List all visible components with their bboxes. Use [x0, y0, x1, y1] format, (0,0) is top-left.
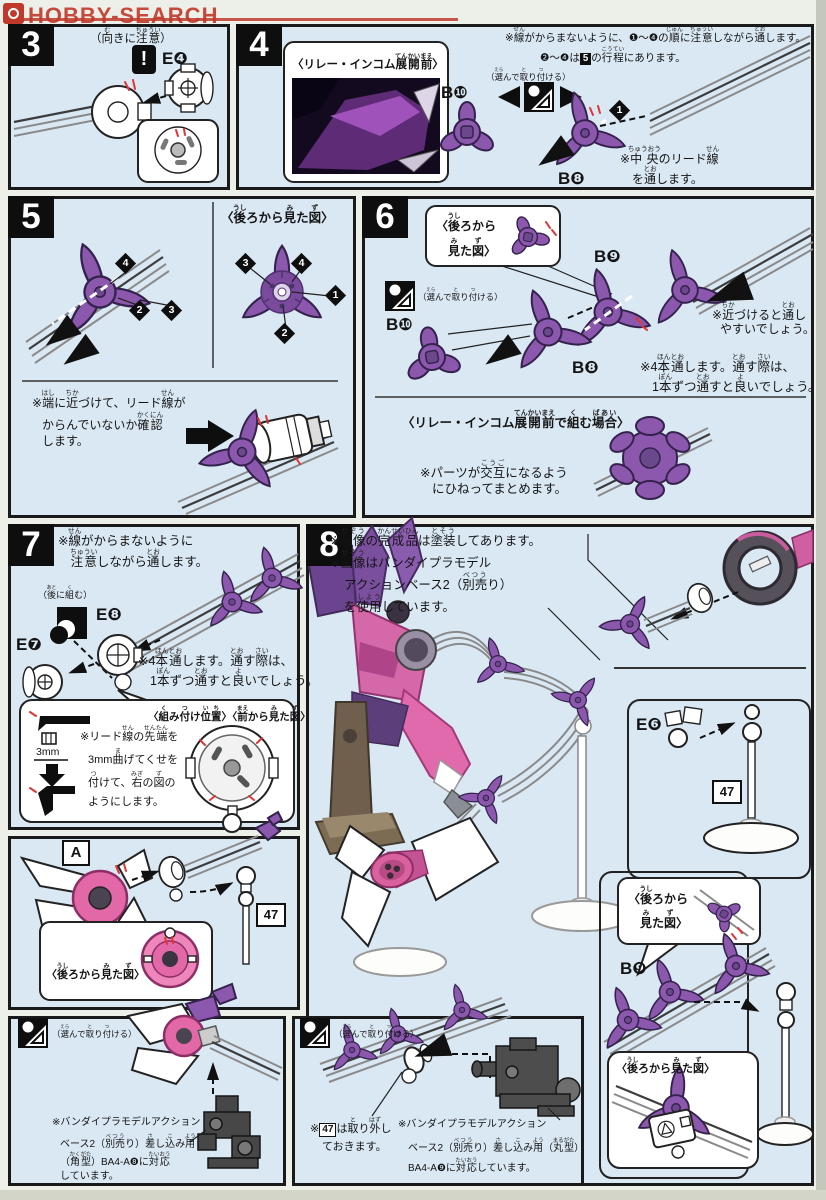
- step4-center-note1: ※中央ちゅうおうのリード線せん: [620, 146, 720, 166]
- step7-note1: ※線せんがからまないように: [58, 528, 194, 548]
- step5-ref-box: 5: [579, 53, 592, 65]
- step6-four-note2: 1本ぽんずつ通とおすと良よいでしょう。: [652, 374, 821, 394]
- page-edge-bottom: [0, 1190, 826, 1200]
- watermark-text: HOBBY-SEARCH: [28, 3, 219, 28]
- step4-note-top1: ※線せんがからまないように、❶～❹の順じゅんに注意ちゅういしながら通とおします。: [505, 27, 806, 44]
- bend-note2: 3mm曲まげてくせを: [88, 749, 179, 766]
- step7-four-note1: ※4本ほん通とおします。通とおす際さいは、: [138, 648, 293, 668]
- marker-l3: 3: [160, 299, 183, 322]
- step6-balloon-caption1: 〈後うしろから: [436, 213, 497, 233]
- select-attach-label: （選えらんで取とり付つける）: [334, 1024, 419, 1039]
- step4-number: 4: [236, 24, 282, 66]
- hobby-search-logo: [3, 3, 24, 24]
- step3-caution-label: （向むきに注意ちゅうい）: [90, 27, 172, 45]
- step7-four-note2: 1本ぽんずつ通とおすと良よいでしょう。: [150, 668, 319, 688]
- select-attach-label: （選えらんで取とり付つける）: [486, 67, 571, 82]
- step8-balloon-caption1: 〈後うしろから: [628, 886, 689, 906]
- part-label-b10: B❿: [386, 315, 413, 334]
- step7-note2: 注意ちゅういしながら通とおします。: [70, 549, 209, 569]
- marker-r1: 1: [324, 284, 347, 307]
- select-attach-label: （選えらんで取とり付つける）: [418, 287, 503, 302]
- step8-note3: アクションベース2（別売べつうり）: [344, 572, 513, 592]
- bend-note1: ※リード線せんの先端せんたんを: [80, 726, 179, 743]
- part-47-box: 47: [256, 903, 286, 927]
- step6-near-note1: ※近ちかづけると通とおし: [712, 302, 807, 322]
- marker-l4: 4: [114, 252, 137, 275]
- step8-note2: ※画像がぞうはバンダイプラモデル: [330, 550, 492, 570]
- step8-rear-caption: 〈後うしろから見みた図ず〉: [616, 1058, 715, 1075]
- bl-note1: ※バンダイプラモデルアクション: [52, 1117, 201, 1128]
- bend-note3: 付つけて、右みぎの図ずの: [88, 772, 176, 789]
- step5-bottom-note3: します。: [42, 434, 89, 448]
- photo-caption: 〈リレー・インコム展開前てんかいまえ〉: [292, 53, 444, 71]
- step5-bottom-note1: ※端はしに近ちかづけて、リード線せんが: [32, 390, 186, 410]
- part-label-b10: B❿: [441, 83, 468, 102]
- part-label-b8: B❽: [558, 169, 585, 188]
- panel-step-4: [236, 24, 814, 190]
- part-label-b9: B❾: [594, 247, 621, 266]
- mm-label: 3mm: [36, 746, 60, 758]
- step8-balloon-caption2: 見みた図ず〉: [640, 910, 689, 930]
- bl-note3: （角型かくがた）BA4-A❽に対応たいおう: [60, 1152, 171, 1168]
- step5-bottom-note2: からんでいないか確認かくにん: [42, 412, 164, 432]
- marker-1: 1: [608, 99, 631, 122]
- bl-note4: しています。: [60, 1171, 119, 1182]
- step8-note1: ※画像がぞうの完成品かんせいひんは塗装とそうしてあります。: [330, 528, 542, 548]
- bm-47-note2: ておきます。: [322, 1141, 387, 1153]
- panel-step-5: [8, 196, 356, 518]
- marker-r4: 4: [290, 252, 313, 275]
- step4-center-note2: を通とおします。: [632, 166, 703, 186]
- step7-number: 7: [8, 524, 54, 566]
- part-label-b8: B❽: [572, 358, 599, 377]
- step3-number: 3: [8, 24, 54, 66]
- bm-note3: BA4-A❾に対応たいおうしています。: [408, 1158, 536, 1174]
- bm-note2: ベース2（別売べつうり）差さし込こみ用よう（丸型まるがた）: [408, 1138, 585, 1154]
- part-47-box: 47: [319, 1123, 337, 1137]
- part-47-box: 47: [712, 780, 742, 804]
- position-caption: 〈組くみ付つけ位置いち〉〈前まえから見みた図ず〉: [148, 706, 311, 723]
- step6-number: 6: [362, 196, 408, 238]
- step6-balloon-caption2: 見みた図ず〉: [448, 238, 497, 258]
- part-label-e4: E❹: [162, 49, 188, 68]
- step5-number: 5: [8, 196, 54, 238]
- step6-fold-note2: にひねってまとめます。: [432, 482, 568, 496]
- step6-near-note2: やすいでしょう。: [720, 322, 815, 336]
- part-label-e7: E❼: [16, 635, 42, 654]
- bl-note2: ベース2（別売べつうり）差さし込こみ用よう: [60, 1134, 196, 1150]
- step5-rear-caption: 〈後うしろから見みた図ず〉: [221, 205, 334, 225]
- section-a-label: A: [62, 840, 90, 866]
- part-label-e6: E❻: [636, 715, 662, 734]
- section-a-rear-caption: 〈後うしろから見みた図ず〉: [46, 964, 145, 981]
- page-edge-right: [816, 0, 826, 1200]
- part-label-e8: E❽: [96, 605, 122, 624]
- later-assemble-label: （後あとに組くむ）: [38, 586, 93, 600]
- marker-r2: 2: [273, 322, 296, 345]
- marker-l2: 2: [128, 299, 151, 322]
- watermark-line: [24, 18, 458, 21]
- step6-fold-caption: 〈リレー・インコム展開前てんかいまえで組くむ場合ばあい〉: [402, 410, 630, 430]
- select-attach-label: （選えらんで取とり付つける）: [52, 1024, 137, 1039]
- part-label-b9: B❾: [620, 959, 647, 978]
- step6-four-note1: ※4本ほん通とおします。通とおす際さいは、: [640, 354, 795, 374]
- step6-fold-note1: ※パーツが交互こうごになるよう: [420, 460, 568, 480]
- step8-note4: を使用しようしています。: [344, 594, 455, 614]
- bend-note4: ようにします。: [88, 796, 164, 808]
- bm-note1: ※バンダイプラモデルアクション: [398, 1119, 547, 1130]
- marker-r3: 3: [234, 252, 257, 275]
- alert-icon: !: [132, 45, 156, 74]
